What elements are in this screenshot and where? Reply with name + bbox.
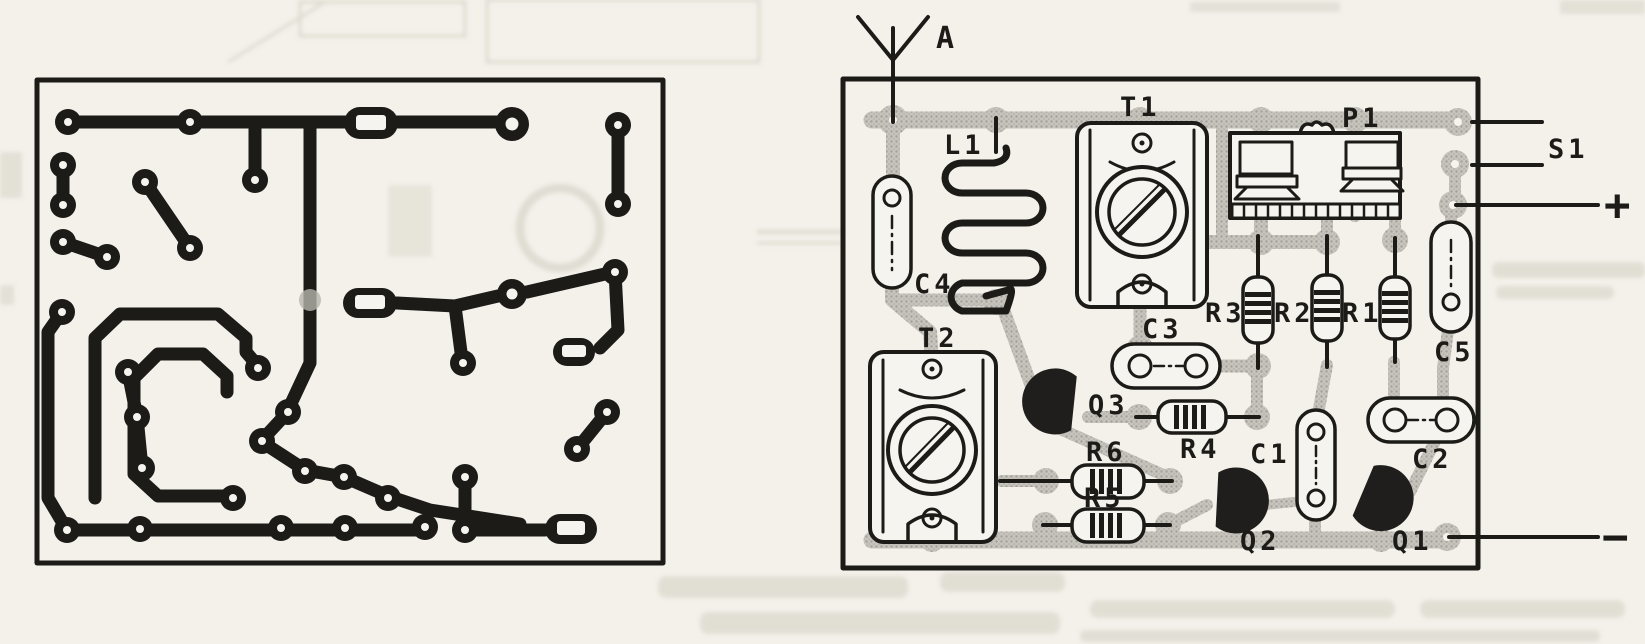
pcb-board-outline bbox=[34, 77, 666, 566]
resistor-R2 bbox=[1310, 273, 1344, 343]
label-C3: C3 bbox=[1142, 314, 1183, 345]
label-P1: P1 bbox=[1342, 103, 1383, 134]
plus-sign: + bbox=[1604, 180, 1635, 231]
minus-sign: − bbox=[1602, 512, 1633, 563]
label-R3: R3 bbox=[1205, 298, 1246, 329]
component-board-outline bbox=[840, 76, 1481, 571]
transistor-Q2 bbox=[1215, 467, 1269, 534]
resistor-R4 bbox=[1156, 399, 1228, 435]
capacitor-C2 bbox=[1366, 396, 1476, 444]
label-R4: R4 bbox=[1180, 434, 1221, 465]
label-Q2: Q2 bbox=[1240, 526, 1281, 557]
inductor-L1 bbox=[941, 144, 1047, 315]
trimmer-T2 bbox=[868, 350, 998, 544]
resistor-R6 bbox=[1070, 463, 1146, 500]
scan-smudge bbox=[299, 289, 321, 311]
label-Q1: Q1 bbox=[1392, 526, 1433, 557]
potentiometer-P1 bbox=[1228, 120, 1405, 220]
label-L1: L1 bbox=[944, 130, 985, 161]
resistor-R5 bbox=[1070, 507, 1146, 544]
label-S1: S1 bbox=[1548, 134, 1589, 165]
capacitor-C4 bbox=[871, 174, 913, 290]
resistor-R3 bbox=[1241, 275, 1275, 345]
label-C5: C5 bbox=[1434, 337, 1475, 368]
copper-traces bbox=[41, 115, 625, 537]
component-labels: A L1 T1 P1 S1 C4 T2 C3 R3 R2 R1 C5 Q3 R4… bbox=[914, 21, 1635, 563]
component-leads bbox=[994, 116, 1397, 527]
label-Q3: Q3 bbox=[1088, 390, 1129, 421]
slotted-pads bbox=[343, 107, 597, 544]
capacitor-C5 bbox=[1429, 220, 1473, 334]
pad-holes bbox=[58, 118, 622, 534]
label-R2: R2 bbox=[1274, 298, 1315, 329]
ring-pads bbox=[495, 107, 529, 309]
label-R1: R1 bbox=[1342, 298, 1383, 329]
antenna-icon bbox=[856, 15, 930, 124]
trimmer-T1 bbox=[1075, 121, 1209, 309]
capacitor-C1 bbox=[1295, 408, 1337, 522]
transistor-Q1 bbox=[1352, 465, 1414, 532]
component-placement-panel: A L1 T1 P1 S1 C4 T2 C3 R3 R2 R1 C5 Q3 R4… bbox=[840, 15, 1635, 571]
label-R5: R5 bbox=[1084, 483, 1125, 514]
label-T2: T2 bbox=[918, 323, 959, 354]
label-C2: C2 bbox=[1412, 444, 1453, 475]
capacitor-C3 bbox=[1110, 342, 1222, 390]
label-antenna: A bbox=[936, 21, 958, 56]
solder-pads bbox=[49, 109, 631, 543]
label-C4: C4 bbox=[914, 269, 955, 300]
label-C1: C1 bbox=[1250, 439, 1291, 470]
label-R6: R6 bbox=[1086, 437, 1127, 468]
transistor-Q3 bbox=[1022, 368, 1077, 435]
pcb-copper-layout-panel bbox=[34, 77, 666, 566]
resistor-R1 bbox=[1378, 275, 1412, 341]
label-T1: T1 bbox=[1120, 92, 1161, 123]
external-connections bbox=[1447, 120, 1600, 539]
